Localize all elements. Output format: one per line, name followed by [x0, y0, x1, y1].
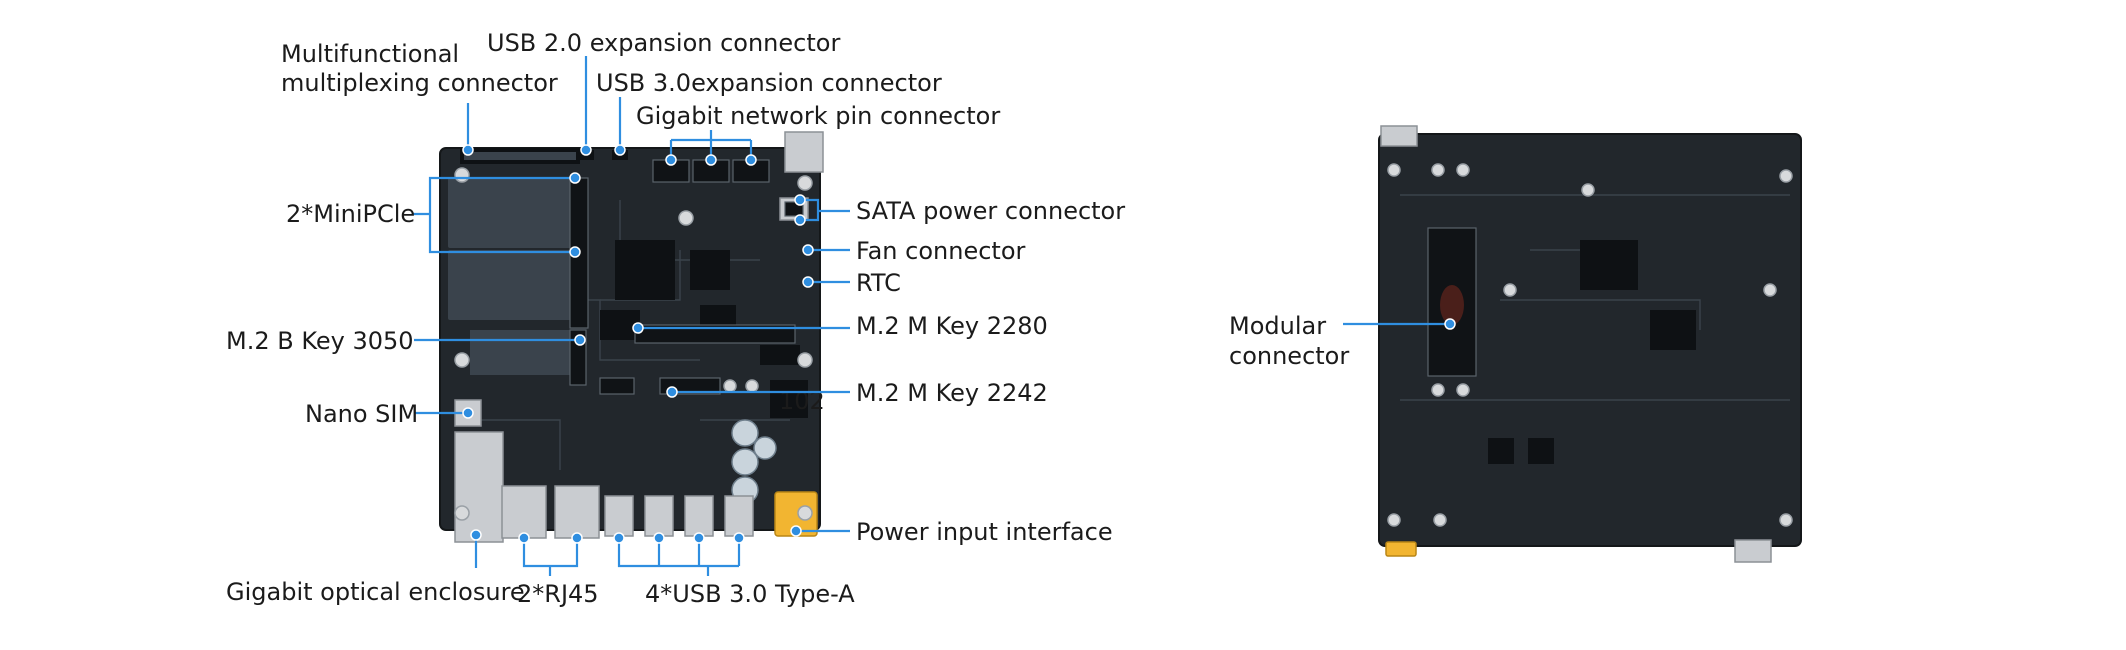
labels: Multifunctional multiplexing connector U… — [226, 29, 1349, 608]
label-minipcie: 2*MiniPCle — [286, 200, 415, 228]
label-rj45: 2*RJ45 — [517, 580, 599, 608]
label-m2-m-key-2280: M.2 M Key 2280 — [856, 312, 1048, 340]
label-sata-power: SATA power connector — [856, 197, 1125, 225]
label-gigabit-network-pin: Gigabit network pin connector — [636, 102, 1000, 130]
front-board: 102 — [439, 131, 825, 543]
label-power-input: Power input interface — [856, 518, 1113, 546]
header-pins — [464, 152, 576, 160]
label-gigabit-optical: Gigabit optical enclosure — [226, 578, 525, 606]
label-nano-sim: Nano SIM — [305, 400, 418, 428]
leader-lines — [413, 56, 1456, 576]
label-usb20-expansion: USB 2.0 expansion connector — [487, 29, 840, 57]
label-fan-connector: Fan connector — [856, 237, 1026, 265]
label-rtc: RTC — [856, 269, 901, 297]
label-modular-line1: Modular — [1229, 312, 1326, 340]
label-usb30-expansion: USB 3.0expansion connector — [596, 69, 942, 97]
label-modular-line2: connector — [1229, 342, 1349, 370]
label-m2-b-key: M.2 B Key 3050 — [226, 327, 414, 355]
label-multifunctional-line2: multiplexing connector — [281, 69, 558, 97]
label-usb30-typea: 4*USB 3.0 Type-A — [645, 580, 855, 608]
label-multifunctional-line1: Multifunctional — [281, 40, 459, 68]
rear-board — [1378, 125, 1802, 563]
label-m2-m-key-2242: M.2 M Key 2242 — [856, 379, 1048, 407]
